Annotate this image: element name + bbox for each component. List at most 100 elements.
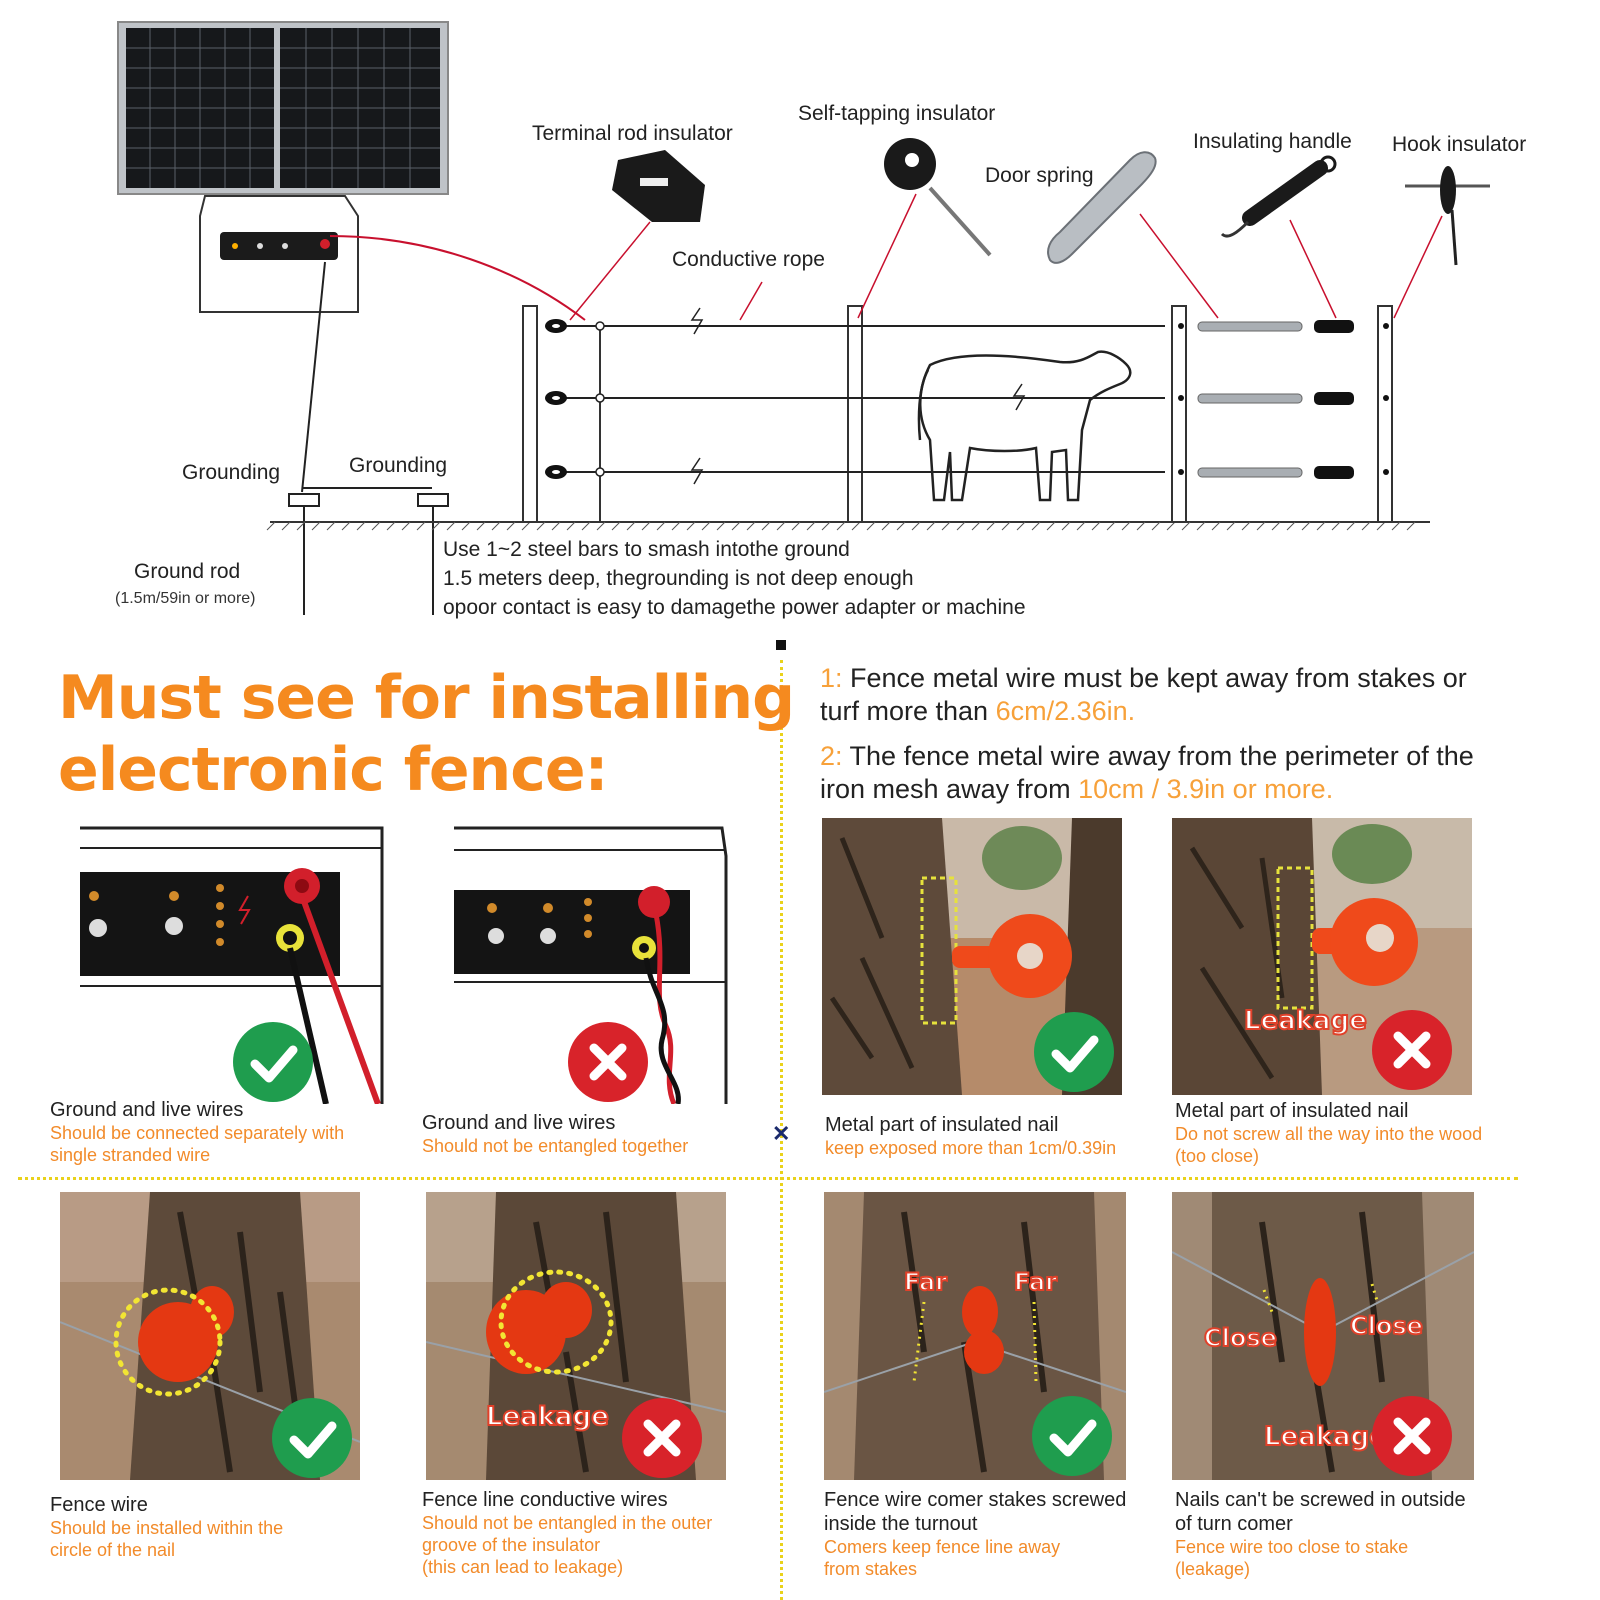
check-badge (1034, 1012, 1114, 1092)
headline: Must see for installing electronic fence… (58, 662, 795, 806)
panel-7-title: inside the turnout (824, 1513, 978, 1535)
energizer-box (199, 195, 359, 313)
ground-clamp-2 (417, 493, 449, 507)
panel-3-detail: keep exposed more than 1cm/0.39in (825, 1138, 1117, 1158)
panel-8-caption: Nails can't be screwed in outside of tur… (1175, 1488, 1555, 1580)
overlay-close-label: Close (1349, 1311, 1424, 1341)
cross-badge (568, 1022, 648, 1102)
panel-5-detail: Should be installed within the (50, 1518, 284, 1538)
panel-6-image: Leakage (426, 1192, 726, 1480)
grounding-note: Use 1~2 steel bars to smash intothe grou… (443, 535, 1026, 622)
panel-7-detail: Comers keep fence line away (824, 1537, 1061, 1557)
panel-4-detail: (too close) (1175, 1146, 1260, 1166)
panel-8-title: of turn comer (1175, 1513, 1293, 1535)
grounding-note-line: opoor contact is easy to damagethe power… (443, 596, 1026, 619)
label-conductive-rope: Conductive rope (672, 248, 825, 271)
fence-post-1 (522, 305, 538, 523)
panel-1-caption: Ground and live wires Should be connecte… (50, 1098, 390, 1166)
overlay-close-label: Close (1203, 1323, 1278, 1353)
label-self-tapping-insulator: Self-tapping insulator (798, 102, 996, 125)
panel-7-title: Fence wire comer stakes screwed (824, 1489, 1127, 1511)
vertical-divider (780, 660, 783, 1600)
panel-5-title: Fence wire (50, 1494, 148, 1516)
panel-8-image: Close Close Leakage (1172, 1192, 1474, 1480)
tip-1-text-b: turf more than (820, 696, 996, 726)
self-tapping-insulator-icon (884, 138, 992, 257)
fence-post-2 (847, 305, 863, 523)
panel-1-detail: Should be connected separately with (50, 1123, 345, 1143)
tip-1-highlight: 6cm/2.36in. (995, 696, 1136, 726)
panel-6-title: Fence line conductive wires (422, 1489, 668, 1511)
overlay-far-label: Far (1013, 1267, 1058, 1297)
cross-badge (622, 1398, 702, 1478)
panel-4-caption: Metal part of insulated nail Do not scre… (1175, 1099, 1575, 1167)
check-badge (1032, 1396, 1112, 1476)
panel-4-image: Leakage (1172, 818, 1472, 1095)
panel-7-detail: from stakes (824, 1559, 918, 1579)
panel-7-caption: Fence wire comer stakes screwed inside t… (824, 1488, 1184, 1580)
headline-line-1: Must see for installing (58, 663, 795, 733)
overlay-leakage-label: Leakage (1263, 1421, 1388, 1453)
panel-2-detail: Should not be entangled together (422, 1136, 689, 1156)
tip-2-text-b: iron mesh away from (820, 774, 1079, 804)
panel-2-title: Ground and live wires (422, 1112, 616, 1134)
panel-1-image (78, 826, 384, 1104)
label-grounding-left: Grounding (182, 461, 281, 484)
panel-5-detail: circle of the nail (50, 1540, 176, 1560)
panel-1-title: Ground and live wires (50, 1099, 244, 1121)
panel-6-detail: Should not be entangled in the outer (422, 1513, 713, 1533)
hook-insulator-icon (1405, 166, 1490, 266)
tip-2-text: The fence metal wire away from the perim… (842, 741, 1474, 771)
fence-diagram (117, 21, 1490, 615)
fence-post-4 (1377, 305, 1393, 523)
divider-square-marker (776, 640, 786, 650)
panel-3-caption: Metal part of insulated nail keep expose… (825, 1113, 1165, 1159)
panel-6-detail: groove of the insulator (422, 1535, 601, 1555)
panel-2-image (452, 826, 728, 1104)
cross-badge (1372, 1010, 1452, 1090)
panel-5-image (60, 1192, 360, 1480)
fence-wires (557, 325, 1165, 473)
ground-clamp-1 (288, 493, 320, 507)
label-ground-rod-spec: (1.5m/59in or more) (115, 590, 256, 607)
label-ground-rod: Ground rod (134, 560, 241, 583)
panel-8-title: Nails can't be screwed in outside (1175, 1489, 1466, 1511)
panel-8-detail: Fence wire too close to stake (1175, 1537, 1409, 1557)
tip-2: 2: The fence metal wire away from the pe… (820, 740, 1580, 806)
tip-1: 1: Fence metal wire must be kept away fr… (820, 662, 1580, 728)
panel-1-detail: single stranded wire (50, 1145, 211, 1165)
tip-2-highlight: 10cm / 3.9in or more. (1078, 774, 1334, 804)
grounding-note-line: 1.5 meters deep, thegrounding is not dee… (443, 567, 914, 590)
panel-5-caption: Fence wire Should be installed within th… (50, 1493, 390, 1561)
panel-2-caption: Ground and live wires Should not be enta… (422, 1111, 762, 1157)
check-badge (233, 1022, 313, 1102)
door-spring-icon (1047, 151, 1157, 264)
label-hook-insulator: Hook insulator (1392, 133, 1527, 156)
panel-6-caption: Fence line conductive wires Should not b… (422, 1488, 782, 1578)
check-badge (272, 1398, 352, 1478)
tip-2-number: 2: (820, 741, 843, 771)
panel-4-detail: Do not screw all the way into the wood (1175, 1124, 1483, 1144)
label-door-spring: Door spring (985, 164, 1094, 187)
tip-1-text: Fence metal wire must be kept away from … (842, 663, 1467, 693)
insulating-handle-icon (1220, 155, 1337, 238)
panel-8-detail: (leakage) (1175, 1559, 1251, 1579)
cow-illustration (917, 350, 1132, 502)
cross-badge (1372, 1396, 1452, 1476)
panel-3-image (822, 818, 1122, 1095)
pointer-arrows (569, 193, 1443, 321)
tip-1-number: 1: (820, 663, 843, 693)
overlay-far-label: Far (903, 1267, 948, 1297)
panel-6-detail: (this can lead to leakage) (422, 1557, 624, 1577)
divider-cross-marker: ✕ (772, 1121, 791, 1146)
horizontal-divider (18, 1177, 1518, 1180)
gate-springs (1178, 320, 1389, 479)
fence-post-3 (1171, 305, 1187, 523)
panel-4-title: Metal part of insulated nail (1175, 1100, 1409, 1122)
headline-line-2: electronic fence: (58, 735, 609, 805)
terminal-rod-insulator-icon (612, 150, 705, 222)
label-grounding-right: Grounding (349, 454, 448, 477)
solar-panel (117, 21, 449, 195)
label-insulating-handle: Insulating handle (1193, 130, 1352, 153)
panel-7-image: Far Far (824, 1192, 1126, 1480)
